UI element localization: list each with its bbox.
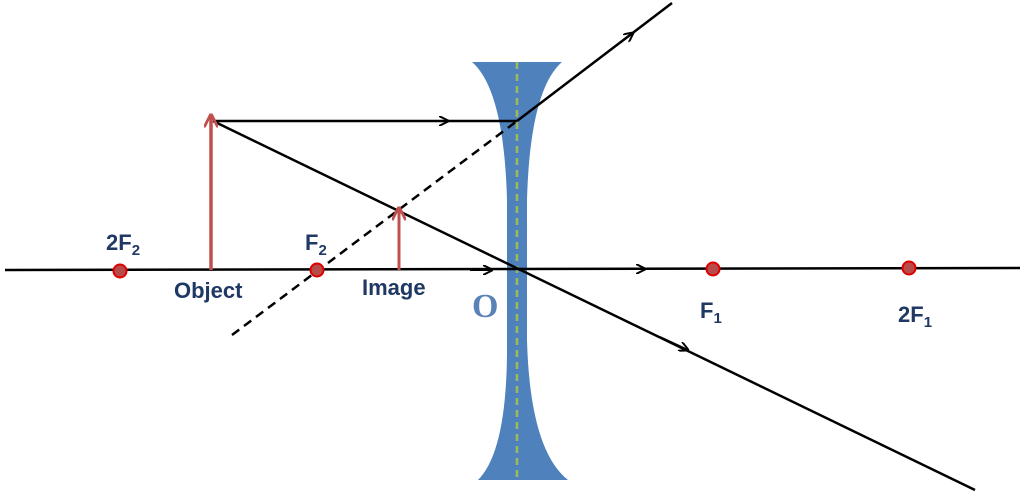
- point-f2: [309, 262, 325, 278]
- principal-axis: [4, 266, 1021, 272]
- label-image: Image: [362, 275, 426, 300]
- label-2f1: 2F1: [898, 302, 932, 331]
- label-f1: F1: [700, 298, 722, 327]
- ray-arrow: [659, 336, 688, 350]
- label-f2: F2: [305, 230, 327, 259]
- refracted-ray: [516, 2, 673, 122]
- central-ray: [212, 119, 976, 492]
- ray-arrow: [604, 33, 633, 55]
- label-2f2: 2F2: [106, 230, 140, 259]
- point-2f2: [112, 263, 128, 279]
- point-2f1: [901, 260, 917, 276]
- point-f1: [705, 261, 721, 277]
- label-object: Object: [174, 278, 243, 303]
- label-optical-center: O: [472, 288, 498, 325]
